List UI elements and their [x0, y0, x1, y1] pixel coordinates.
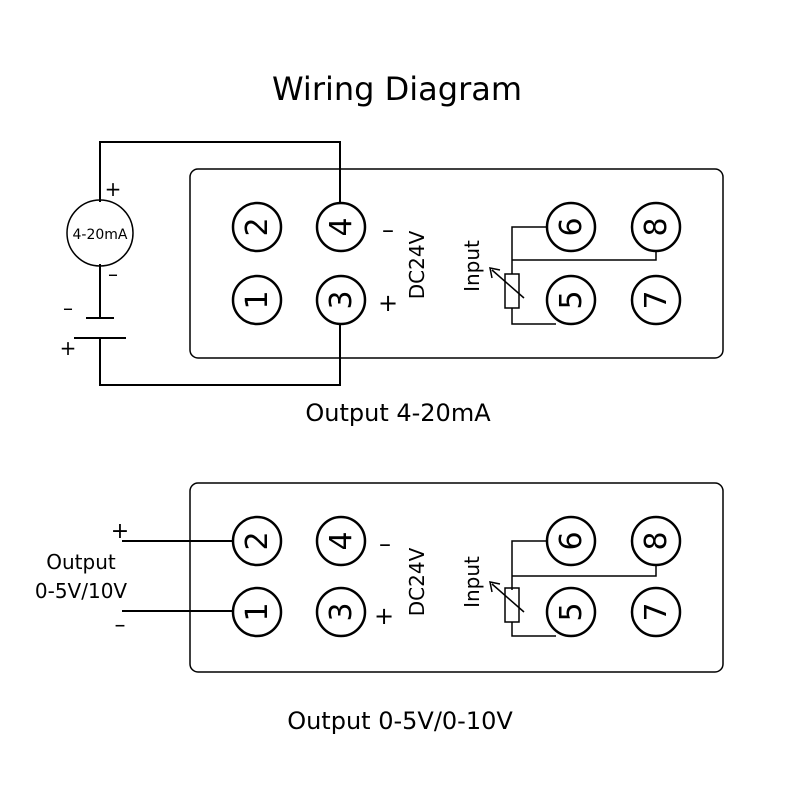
bottom-terminal-5: 5	[545, 586, 597, 638]
top-terminal-7: 7	[630, 274, 682, 326]
top-wire-sensor-to-terminal5	[511, 308, 556, 325]
output-label-line2: 0-5V/10V	[35, 579, 128, 603]
top-wire-terminal6-to-sensor	[511, 226, 546, 274]
potentiometer-icon	[489, 267, 525, 309]
meter-plus-sign: +	[105, 177, 122, 201]
svg-text:6: 6	[554, 531, 589, 550]
current-meter-icon: 4-20mA	[66, 199, 134, 267]
top-supply-label: DC24V	[405, 230, 429, 299]
top-wire-terminal4-to-meter	[99, 141, 341, 205]
bottom-terminal-2: 2	[231, 515, 283, 567]
battery-icon	[74, 317, 126, 339]
bottom-terminal-3: 3	[315, 586, 367, 638]
meter-minus-sign: –	[108, 262, 118, 286]
output-label-line1: Output	[46, 550, 116, 574]
svg-text:2: 2	[240, 217, 275, 236]
top-terminal-8: 8	[630, 201, 682, 253]
bottom-terminal-8: 8	[630, 515, 682, 567]
top-supply-plus-sign: +	[378, 289, 398, 317]
bottom-terminal-6: 6	[545, 515, 597, 567]
top-diagram: 4-20mA + – – + Input DC24V – + 1	[60, 141, 724, 427]
meter-label: 4-20mA	[73, 227, 128, 243]
battery-minus-sign: –	[63, 296, 73, 320]
svg-text:7: 7	[639, 602, 674, 621]
bottom-wire-sensor-to-terminal5	[511, 622, 556, 637]
svg-text:5: 5	[554, 290, 589, 309]
bottom-module-body	[189, 482, 724, 673]
bottom-diagram: + – Output 0-5V/10V Input DC24V – + 1 2 …	[35, 482, 724, 735]
bottom-terminal-4: 4	[315, 515, 367, 567]
svg-text:3: 3	[324, 602, 359, 621]
bottom-input-label: Input	[460, 556, 484, 608]
top-terminal-6: 6	[545, 201, 597, 253]
svg-text:8: 8	[639, 217, 674, 236]
top-terminal-4: 4	[315, 201, 367, 253]
svg-text:2: 2	[240, 531, 275, 550]
svg-text:3: 3	[324, 290, 359, 309]
bottom-wire-terminal6-to-sensor	[511, 540, 546, 590]
svg-text:4: 4	[324, 217, 359, 236]
top-terminal-3: 3	[315, 274, 367, 326]
top-terminal-1: 1	[231, 274, 283, 326]
top-supply-minus-sign: –	[382, 216, 394, 244]
top-terminal-2: 2	[231, 201, 283, 253]
top-caption: Output 4-20mA	[305, 399, 491, 427]
svg-text:1: 1	[240, 290, 275, 309]
potentiometer-icon	[489, 581, 525, 623]
svg-text:8: 8	[639, 531, 674, 550]
top-module-body	[189, 168, 724, 359]
svg-text:1: 1	[240, 602, 275, 621]
bottom-supply-minus-sign: –	[379, 530, 391, 558]
top-input-label: Input	[460, 240, 484, 292]
svg-text:5: 5	[554, 602, 589, 621]
svg-text:4: 4	[324, 531, 359, 550]
battery-plus-sign: +	[60, 336, 77, 360]
top-wire-battery-to-terminal3	[99, 320, 341, 386]
bottom-terminal-7: 7	[630, 586, 682, 638]
bottom-terminal-1: 1	[231, 586, 283, 638]
bottom-supply-label: DC24V	[405, 547, 429, 616]
diagram-title: Wiring Diagram	[272, 70, 522, 108]
output-minus-sign: –	[115, 613, 126, 638]
bottom-supply-plus-sign: +	[374, 602, 394, 630]
top-terminal-5: 5	[545, 274, 597, 326]
svg-text:6: 6	[554, 217, 589, 236]
output-plus-sign: +	[111, 519, 129, 544]
bottom-caption: Output 0-5V/0-10V	[287, 707, 513, 735]
svg-text:7: 7	[639, 290, 674, 309]
